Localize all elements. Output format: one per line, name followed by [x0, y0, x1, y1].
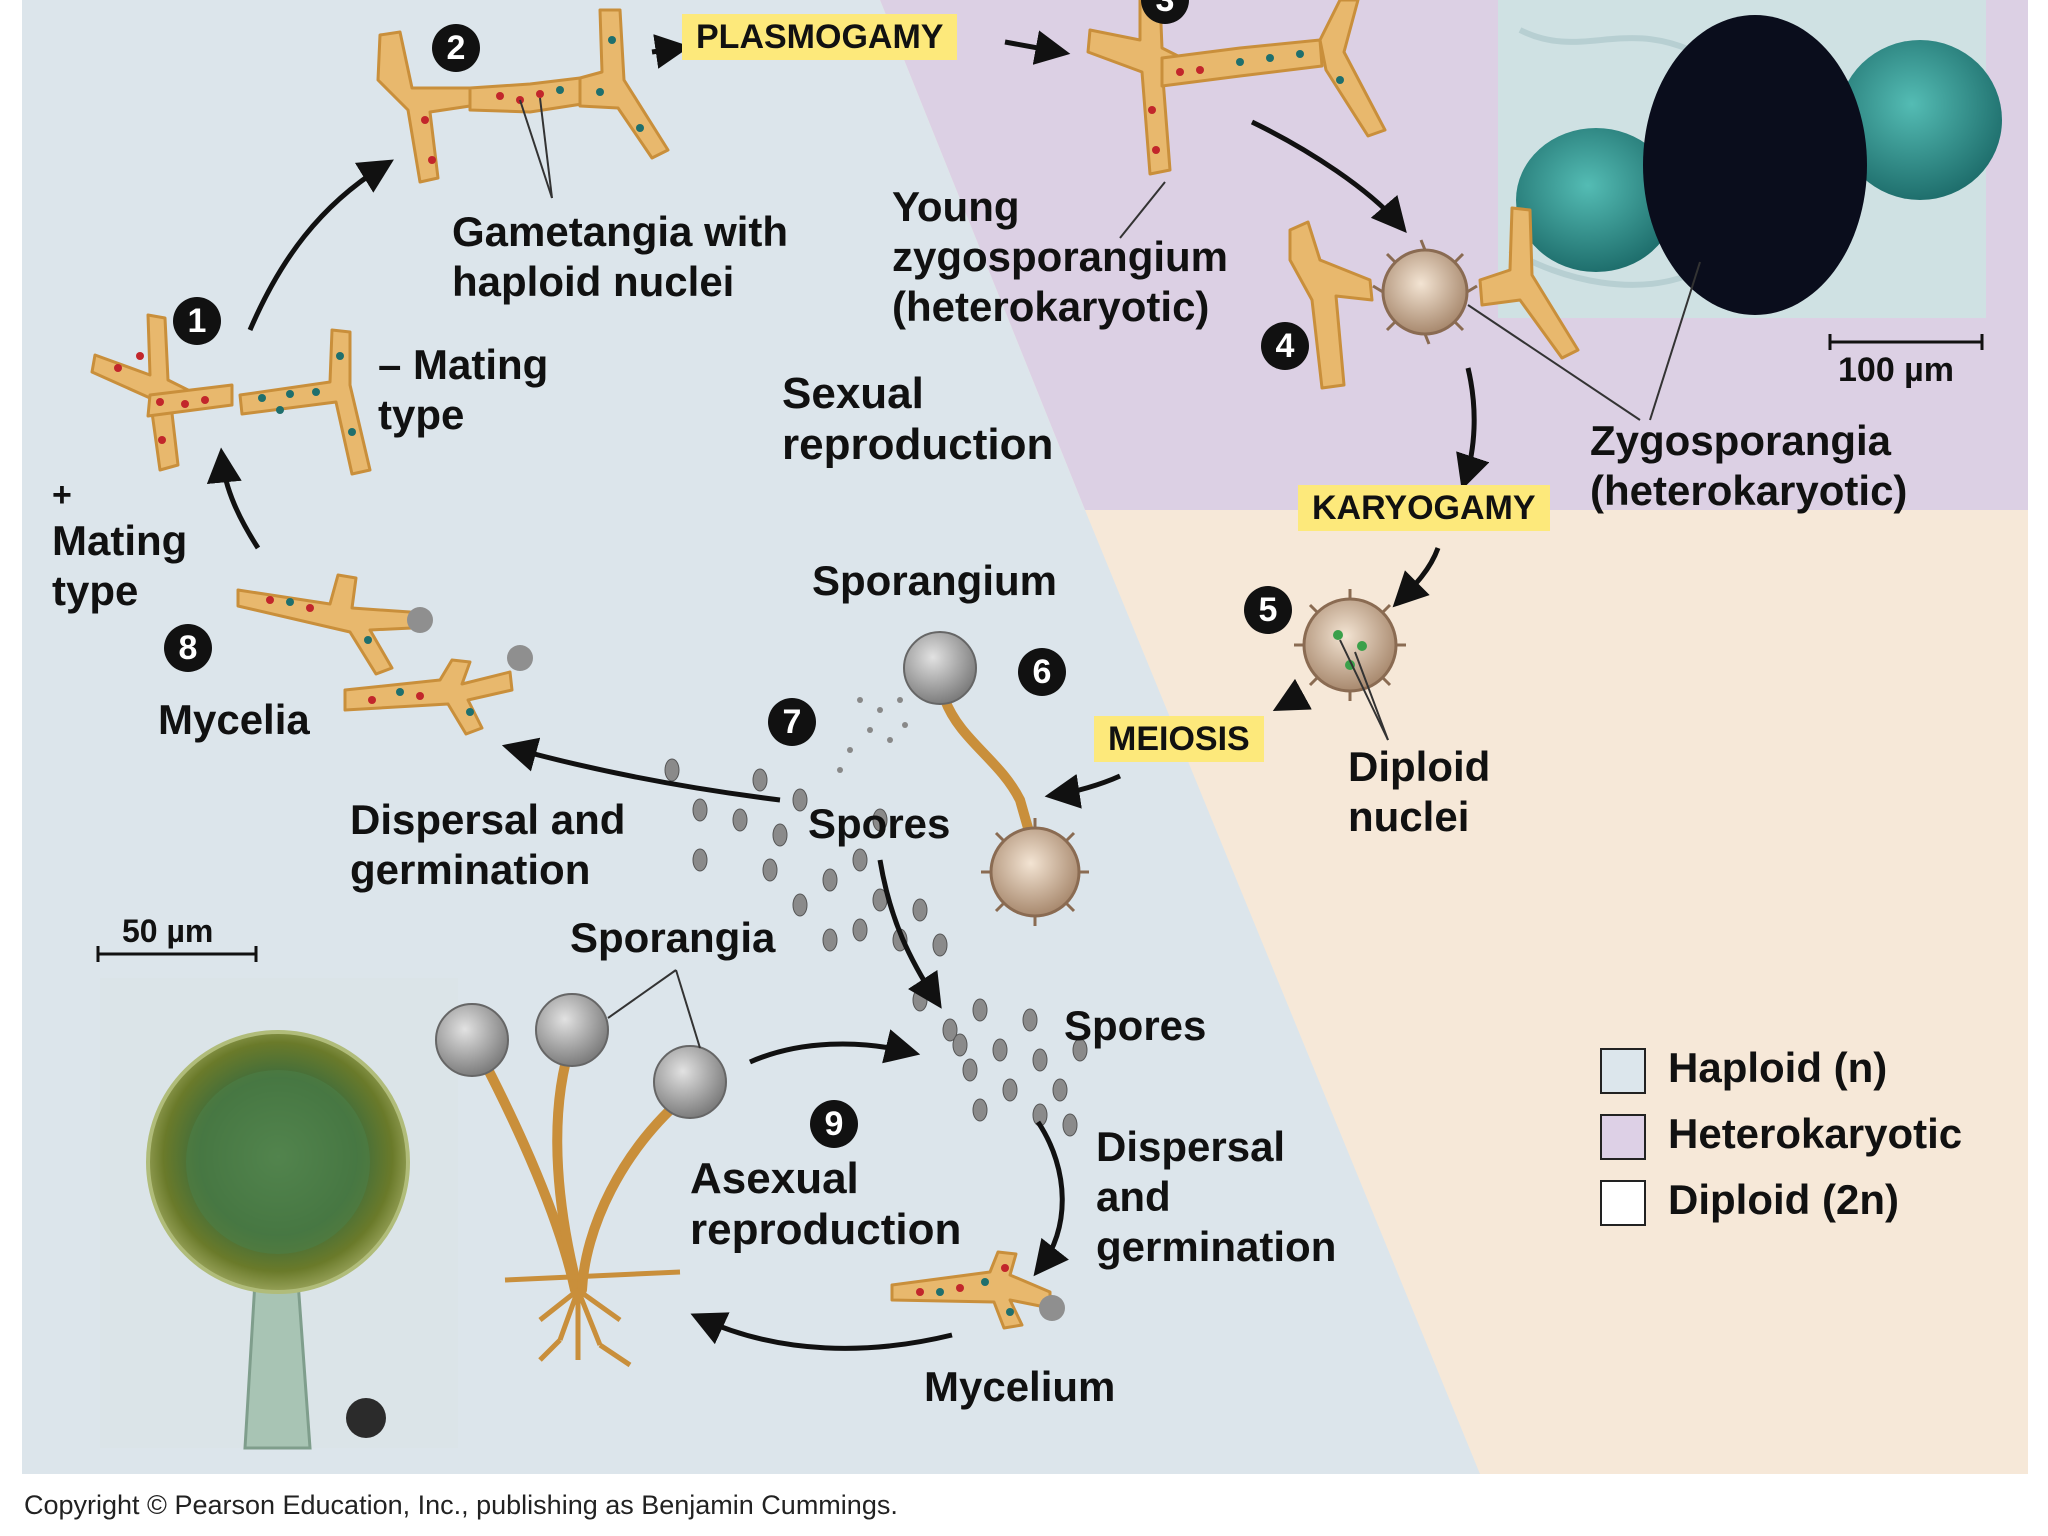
legend-label-heterokaryotic: Heterokaryotic [1668, 1110, 1963, 1157]
meiosis-tag: MEIOSIS [1094, 716, 1264, 762]
young-zygosporangium-line2: zygosporangium [892, 233, 1229, 280]
arrow-5-to-meiosis [1272, 678, 1312, 712]
scale-label-100: 100 µm [1838, 351, 1954, 389]
arrow-karyogamy-to-5 [1392, 547, 1441, 608]
dispersal-bottom-line2: and [1096, 1173, 1171, 1220]
legend-swatch-haploid [1600, 1048, 1646, 1094]
zygosporangia-label-line1: Zygosporangia [1590, 417, 1892, 464]
arrow-spores-to-mycelia [501, 737, 781, 803]
nuclei-red [114, 352, 209, 444]
zygosporangium [1381, 248, 1469, 336]
sporangium-c [653, 1045, 727, 1119]
plus-sign: + [52, 476, 72, 514]
arrow-1-to-2 [247, 159, 394, 331]
dispersal-top-line1: Dispersal and [350, 796, 626, 843]
sporangiophore-6 [940, 698, 1035, 837]
plasmogamy-tag: PLASMOGAMY [682, 14, 958, 60]
step-number-4: 4 [1261, 322, 1309, 370]
sexual-reproduction-line1: Sexual [782, 369, 924, 418]
spores-label-top: Spores [808, 800, 951, 847]
diploid-nuclei-line2: nuclei [1348, 793, 1470, 840]
minus-mating-type-line2: type [378, 391, 465, 438]
sporangium-b [535, 993, 609, 1067]
gametangia-label-line1: Gametangia with [452, 208, 789, 255]
legend-swatch-diploid [1600, 1180, 1646, 1226]
zygosporangium-micrograph [1498, 0, 2002, 318]
step-number-1: 1 [173, 297, 221, 345]
step-number-6: 6 [1018, 648, 1066, 696]
step-number-5: 5 [1244, 586, 1292, 634]
arrow-mycelium-to-sporangia [690, 1312, 953, 1351]
young-zygosporangium-line3: (heterokaryotic) [892, 283, 1210, 330]
arrow-2-to-plasmogamy [651, 34, 691, 69]
dispersal-bottom-line3: germination [1096, 1223, 1337, 1270]
arrow-sporangia-to-spores [748, 1029, 921, 1065]
legend-swatch-heterokaryotic [1600, 1114, 1646, 1160]
zygospore-6 [989, 826, 1081, 918]
step-number-9: 9 [810, 1100, 858, 1148]
sporangium-6 [903, 631, 977, 705]
zygosporangia-label-line2: (heterokaryotic) [1590, 467, 1908, 514]
plus-mating-type-line1: Mating [52, 517, 188, 564]
arrow-4-to-karyogamy [1456, 367, 1490, 490]
legend-label-diploid: Diploid (2n) [1668, 1176, 1899, 1223]
arrow-8-to-1 [206, 447, 261, 550]
arrow-3-to-4 [1250, 119, 1407, 233]
young-zygosporangium-hyphae [1086, 0, 1387, 176]
asexual-reproduction-line1: Asexual [690, 1154, 859, 1203]
legend-label-haploid: Haploid (n) [1668, 1044, 1888, 1091]
nuclei-teal [258, 352, 356, 436]
arrow-meiosis-to-6 [1044, 773, 1122, 809]
gametangia-label-line2: haploid nuclei [452, 258, 735, 305]
cycle-arrows [206, 30, 1490, 1351]
asexual-reproduction-line2: reproduction [690, 1205, 962, 1254]
dispersal-bottom-line1: Dispersal [1096, 1123, 1286, 1170]
sporangium-label: Sporangium [812, 557, 1058, 604]
rhizoids [504, 1269, 681, 1368]
karyogamy-tag: KARYOGAMY [1298, 485, 1550, 531]
spores-bottom [912, 988, 1088, 1137]
sporangiophores [473, 1035, 695, 1295]
dispersal-top-line2: germination [350, 846, 591, 893]
mating-hyphae [90, 313, 372, 476]
spore-dust [837, 697, 908, 773]
minus-mating-type-line1: – Mating [378, 341, 549, 388]
arrow-spores-to-mycelium [1033, 1120, 1069, 1277]
sporangia-label: Sporangia [570, 914, 776, 961]
young-zygosporangium-line1: Young [892, 183, 1020, 230]
zygosporangium-hyphae [1288, 206, 1580, 390]
sporangium-micrograph [100, 978, 458, 1450]
mycelia-label: Mycelia [158, 696, 310, 743]
mycelium-label: Mycelium [924, 1363, 1116, 1410]
step-number-7: 7 [768, 698, 816, 746]
copyright-notice: Copyright © Pearson Education, Inc., pub… [24, 1490, 898, 1520]
spores-top [664, 758, 948, 957]
sporangium-a [435, 1003, 509, 1077]
sexual-reproduction-line2: reproduction [782, 420, 1054, 469]
scale-label-50: 50 µm [122, 913, 214, 949]
arrow-plasmogamy-to-3 [1004, 30, 1071, 65]
plus-mating-type-line2: type [52, 567, 139, 614]
spores-label-bottom: Spores [1064, 1002, 1207, 1049]
diploid-nuclei-line1: Diploid [1348, 743, 1491, 790]
step-number-8: 8 [164, 624, 212, 672]
arrow-spores-down [877, 859, 942, 1009]
gametangia-hyphae [376, 8, 670, 184]
step-number-2: 2 [432, 24, 480, 72]
